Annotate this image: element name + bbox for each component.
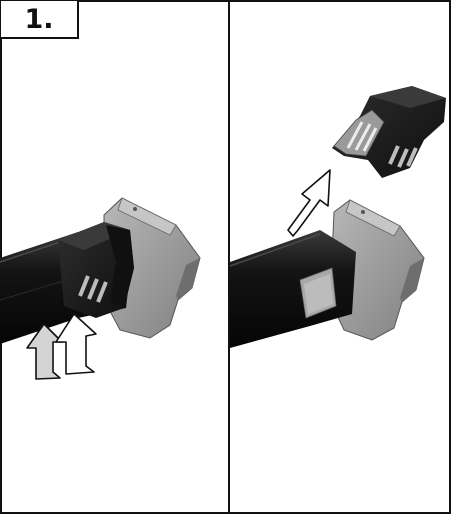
step-number-label: 1.	[1, 1, 79, 39]
lift-off-arrow	[288, 170, 330, 236]
cover-detached	[332, 86, 446, 178]
left-panel	[0, 198, 200, 379]
cover-left	[58, 222, 134, 318]
right-panel	[230, 86, 446, 348]
tube-right	[230, 230, 356, 348]
